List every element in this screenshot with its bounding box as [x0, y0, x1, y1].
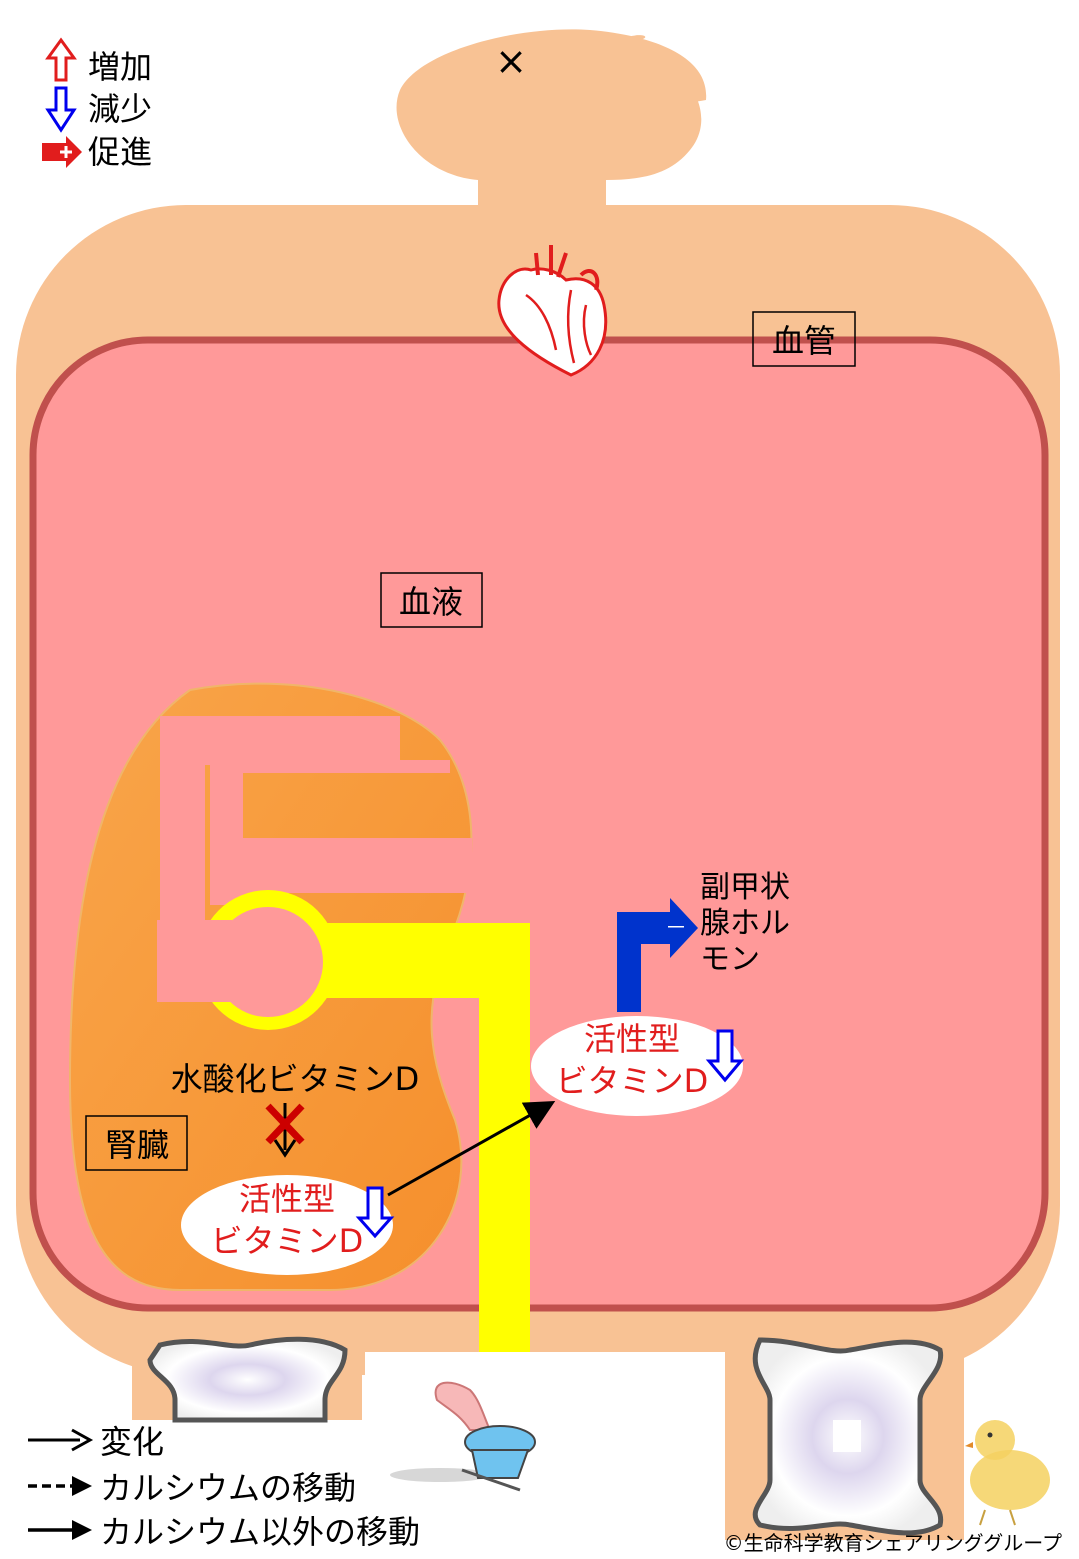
active-vitamin-d-blood — [531, 1016, 743, 1116]
bone-icon — [147, 1336, 348, 1423]
legend-increase: 増加 — [88, 48, 152, 86]
pth-label-line3: モン — [700, 942, 760, 977]
pth-label-line2: 腺ホル — [700, 906, 790, 941]
active-vitamin-d-kidney-line2: ビタミンD — [211, 1222, 364, 1260]
pth-sign: － — [665, 916, 687, 941]
legend-top: 増加 減少 促進 — [42, 37, 152, 171]
legend-decrease: 減少 — [88, 90, 152, 128]
blood-label: 血液 — [399, 583, 463, 621]
change-arrow — [387, 1101, 556, 1197]
legend-non-calcium-move: カルシウム以外の移動 — [100, 1513, 420, 1551]
up-arrow-icon — [45, 37, 77, 82]
head-mark: × — [495, 39, 527, 83]
nephron-vessel — [160, 716, 472, 922]
hydroxy-vitamin-d-label: 水酸化ビタミンD — [171, 1060, 420, 1098]
copyright: ©生命科学教育シェアリンググループ — [724, 1531, 1062, 1555]
down-arrow-icon — [355, 1186, 395, 1239]
bone-icon — [752, 1337, 944, 1536]
kidney-label: 腎臓 — [105, 1126, 169, 1164]
toilet-area — [365, 1352, 725, 1559]
blocked-conversion — [265, 1103, 305, 1158]
legend-area — [0, 1420, 365, 1559]
active-vitamin-d-blood-line2: ビタミンD — [556, 1062, 709, 1100]
active-vitamin-d-blood-line1: 活性型 — [584, 1020, 680, 1058]
cross-icon — [265, 1103, 305, 1145]
heart-icon — [497, 245, 608, 377]
down-arrow-icon — [705, 1029, 745, 1083]
blood-vessel-label: 血管 — [772, 322, 836, 360]
toilet-icon — [390, 1381, 536, 1492]
down-arrow-icon — [45, 86, 77, 133]
pth-inhibit-arrow: － — [617, 898, 698, 1012]
head — [396, 29, 707, 211]
pth-label-line1: 副甲状 — [700, 870, 790, 905]
urinary-path — [157, 890, 530, 1353]
active-vitamin-d-kidney — [181, 1175, 393, 1275]
legend-change: 変化 — [100, 1423, 164, 1461]
chick-icon — [965, 1420, 1050, 1526]
legend-bottom: 変化 カルシウムの移動 カルシウム以外の移動 — [28, 1423, 420, 1551]
legend-promote: 促進 — [88, 133, 152, 171]
legend-calcium-move: カルシウムの移動 — [100, 1469, 356, 1507]
active-vitamin-d-kidney-line1: 活性型 — [239, 1180, 335, 1218]
